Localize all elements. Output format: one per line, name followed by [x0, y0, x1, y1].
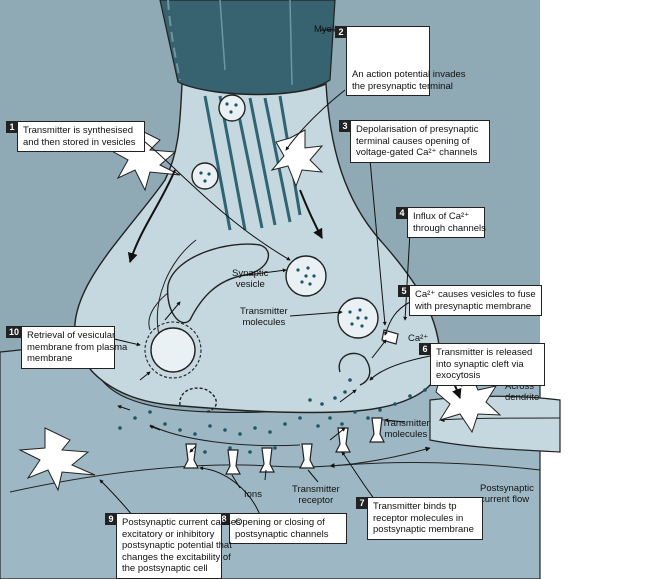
transmitter-receptor-label: Transmitter receptor [292, 484, 340, 507]
step-3-box: 3 Depolarisation of presynaptic terminal… [339, 120, 490, 163]
axon-myelin [159, 0, 336, 96]
diffusion-arrows [117, 301, 387, 453]
step-7-box: 7 Transmitter binds tp receptor molecule… [356, 497, 483, 540]
step-10-box: 10 Retrieval of vesicular membrane from … [6, 326, 127, 369]
step-6-box: 6 Transmitter is released into synaptic … [419, 343, 545, 386]
ions-label: Ions [244, 489, 262, 500]
step-5-box: 5 Ca²⁺ causes vesicles to fuse with pres… [398, 285, 542, 317]
ca-label: Ca²⁺ [408, 333, 429, 344]
step-1-box: 1 Transmitter is synthesised and then st… [6, 121, 145, 153]
across-dendrite-label: Across dendrite [505, 381, 540, 404]
transmitter-molecules-label-2: Transmitter molecules [382, 418, 430, 441]
current-flow-lines [9, 417, 561, 493]
step-4-box: 4 Influx of Ca²⁺ through channels [396, 207, 486, 239]
receptor-channels [183, 417, 385, 475]
step-9-box: 9 Postsynaptic current causes excitatory… [105, 513, 241, 579]
step-2-box: 2 An action potential invades the presyn… [335, 26, 466, 96]
myelin-label: Myelin [314, 24, 342, 35]
synaptic-vesicle-label: Synaptic vesicle [232, 268, 269, 291]
step-8-box: 8 Opening or closing of postsynaptic cha… [218, 513, 347, 545]
membrane-retrieval [179, 387, 217, 413]
leader-lines [99, 29, 431, 516]
postsynaptic-current-flow-label: Postsynaptic current flow [480, 483, 534, 506]
transmitter-molecules-label-1: Transmitter molecules [240, 306, 288, 329]
